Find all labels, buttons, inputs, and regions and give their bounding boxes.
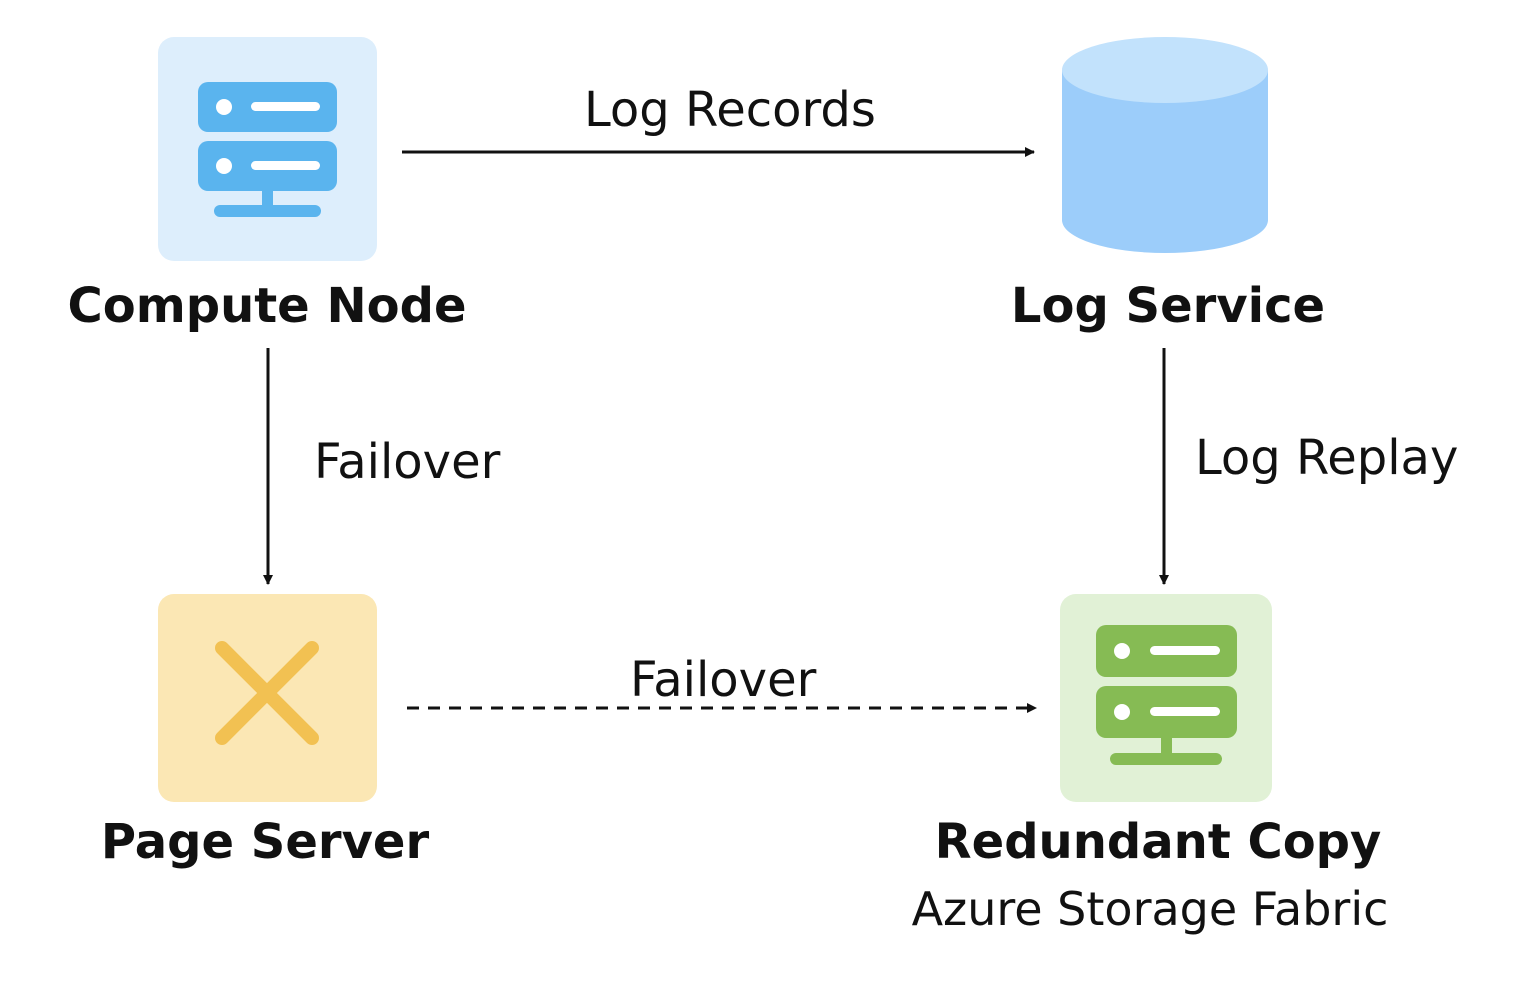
server-icon: [1096, 625, 1237, 765]
compute-node-label: Compute Node: [67, 278, 467, 334]
page-server-label: Page Server: [100, 814, 430, 870]
azure-storage-fabric-label: Azure Storage Fabric: [911, 882, 1389, 936]
log-records-label: Log Records: [584, 82, 876, 138]
failover-horizontal-label: Failover: [630, 652, 817, 708]
log-replay-label: Log Replay: [1195, 430, 1459, 486]
redundant-copy-label: Redundant Copy: [934, 814, 1382, 870]
failover-vertical-label: Failover: [314, 434, 501, 490]
log-service-label: Log Service: [1010, 278, 1326, 334]
database-cylinder-icon: [1062, 37, 1268, 253]
server-icon: [198, 82, 337, 217]
x-mark-icon: [215, 641, 319, 745]
